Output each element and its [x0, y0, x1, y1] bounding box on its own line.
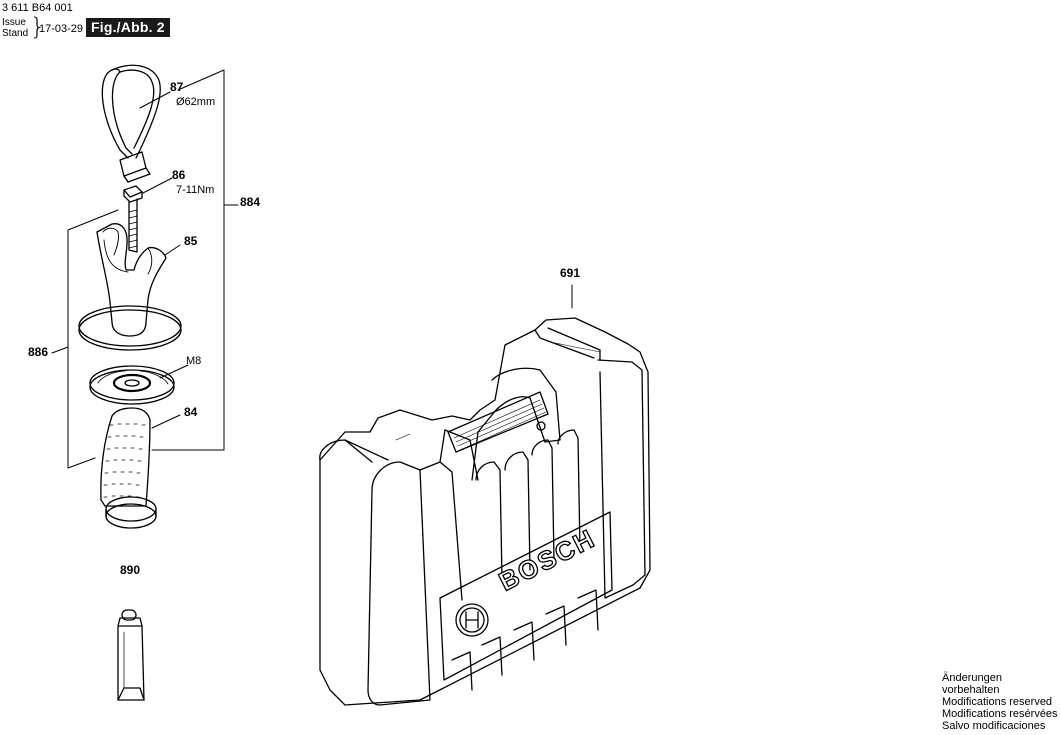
note-spanish: Salvo modificaciones [942, 720, 1046, 732]
document-number: 3 611 B64 001 [2, 2, 73, 14]
stand-label: Stand [2, 28, 29, 39]
part-691-case [319, 317, 651, 706]
note-english: Modifications reserved [942, 696, 1053, 708]
label-86: 86 [172, 168, 186, 182]
brace-glyph: } [30, 13, 46, 41]
label-691: 691 [560, 266, 581, 280]
part-m8-washer [89, 365, 175, 405]
note-german: Änderungen vorbehalten [942, 672, 1002, 696]
label-884: 884 [240, 195, 261, 209]
issue-date: 17-03-29 [39, 23, 84, 35]
label-890: 890 [120, 563, 141, 577]
handle-texture [453, 399, 547, 451]
figure-badge: Fig./Abb. 2 [86, 18, 170, 37]
note-86-torque: 7-11Nm [176, 184, 215, 196]
issue-label: Issue [2, 17, 26, 28]
modification-notes: Änderungen vorbehalten Modifications res… [942, 672, 1058, 732]
part-84-grip [100, 407, 157, 529]
label-85: 85 [184, 234, 198, 248]
part-890-grease-tube [117, 609, 145, 701]
issue-labels: Issue Stand [2, 17, 28, 39]
label-84: 84 [184, 405, 198, 419]
part-85-holder [78, 223, 182, 351]
part-86-screw [123, 185, 143, 253]
note-87-diameter: Ø62mm [176, 96, 216, 108]
part-87-strap [101, 64, 161, 183]
note-m8: M8 [186, 355, 202, 367]
label-87: 87 [170, 80, 184, 94]
assembly-bracket-lines [51, 69, 573, 469]
grip-dots [103, 423, 146, 498]
label-886: 886 [28, 345, 49, 359]
note-french: Modifications resérvées [942, 708, 1058, 720]
